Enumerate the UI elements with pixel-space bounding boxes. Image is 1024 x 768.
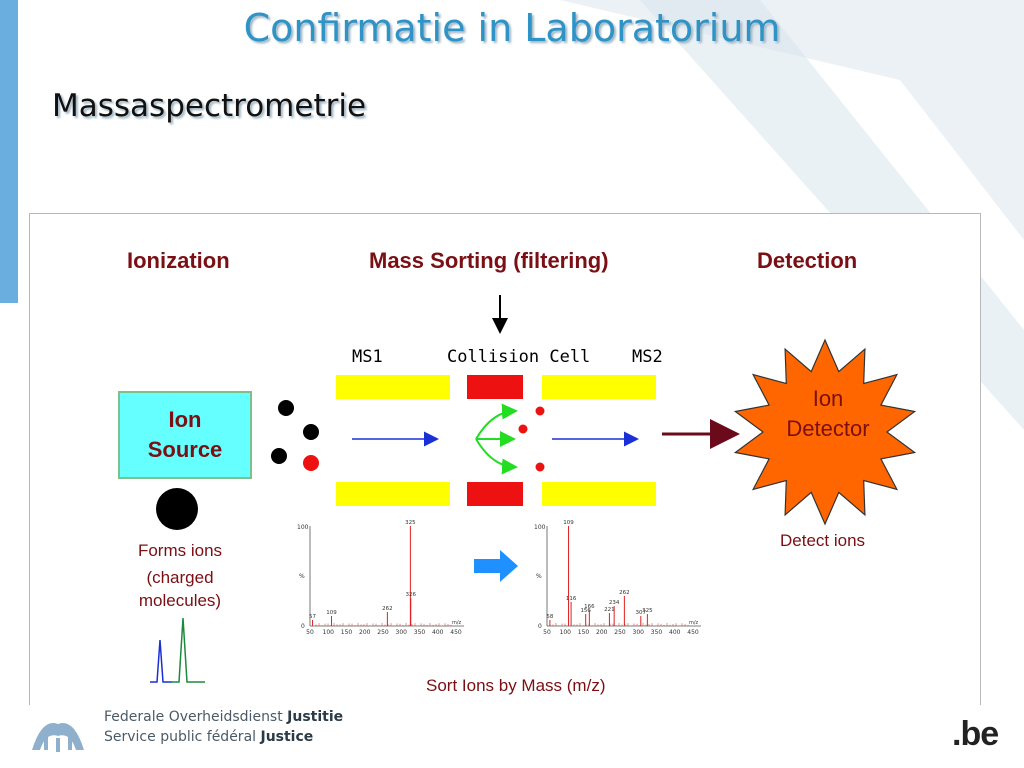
fragment-arrow-down [475, 438, 518, 475]
cell-top-block [467, 375, 523, 399]
forms-ions-line1: Forms ions [137, 541, 223, 560]
ms2-label: MS2 [632, 347, 663, 367]
molecule-dot [278, 400, 294, 416]
footer-line1-bold: Justitie [287, 709, 344, 725]
collision-cell-label: Collision Cell [447, 347, 591, 367]
ion-source-label-line2: Source [147, 437, 223, 462]
molecule-dot [271, 448, 287, 464]
federal-justice-logo [30, 710, 86, 758]
spectrum-background [533, 510, 709, 640]
spectrum-peak-label: 325 [405, 520, 416, 526]
spectrum-peak-label: 57 [309, 614, 316, 620]
spectrum-x-tick: 150 [341, 629, 353, 636]
spectrum-x-tick: 300 [396, 629, 408, 636]
spectrum-peak-label: 221 [604, 607, 615, 613]
cell-bottom-block [467, 482, 523, 506]
ms1-bottom-rod [336, 482, 450, 506]
spectrum-x-tick: 350 [414, 629, 426, 636]
spectrum-transfer-arrow [474, 550, 518, 582]
spectrum-peak-label: 234 [609, 600, 620, 606]
footer-line1-text: Federale Overheidsdienst [104, 709, 283, 725]
spectrum-x-tick: 50 [306, 629, 314, 636]
spectrum-peak-label: 58 [546, 614, 553, 620]
spectrum-x-unit: m/z [452, 620, 462, 626]
ion-detector-label: Ion Detector [768, 384, 888, 444]
spectrum-x-tick: 400 [432, 629, 444, 636]
spectrum-peak-label: 166 [584, 604, 595, 610]
left-accent-stripe [0, 0, 18, 303]
ion-detector-label-line1: Ion [812, 386, 844, 411]
spectrum-peak-label: 262 [619, 590, 630, 596]
fragment-ion [535, 462, 545, 472]
spectrum-y-zero: 0 [301, 623, 305, 630]
spectrum-peak-label: 109 [326, 610, 337, 616]
spectrum-x-tick: 250 [614, 629, 626, 636]
ms1-mass-spectrum: 100% 050 100 150 200 250 300 350 400 450 m/z 57 109 2… [296, 510, 472, 640]
spectrum-x-unit: m/z [689, 620, 699, 626]
fragment-ion [518, 424, 528, 434]
ms1-top-rod [336, 375, 450, 399]
ion-dot [303, 455, 319, 471]
ms1-label: MS1 [352, 347, 383, 367]
spectrum-x-tick: 150 [578, 629, 590, 636]
footer-bar: Federale Overheidsdienst Justitie Servic… [0, 705, 1024, 768]
spectrum-y-max-label: 100 [534, 524, 546, 531]
footer-line2-text: Service public fédéral [104, 729, 257, 745]
spectrum-peak-label: 109 [563, 520, 574, 526]
stage-detection-heading: Detection [757, 248, 858, 273]
forms-ions-line3: molecules) [138, 591, 222, 610]
ms2-bottom-rod [542, 482, 656, 506]
footer-line2: Service public fédéral Justice [104, 729, 313, 745]
spectrum-peak-label: 156 [580, 608, 591, 614]
ms2-top-rod [542, 375, 656, 399]
spectrum-peak-label: 262 [382, 606, 393, 612]
spectrum-x-tick: 200 [596, 629, 608, 636]
sort-ions-caption: Sort Ions by Mass (m/z) [426, 676, 606, 695]
large-molecule [156, 488, 198, 530]
spectrum-x-tick: 450 [687, 629, 699, 636]
detect-ions-caption: Detect ions [780, 531, 866, 550]
forms-ions-caption: Forms ions (charged molecules) [110, 537, 250, 614]
spectrum-x-tick: 50 [543, 629, 551, 636]
spectrum-peak-label: 116 [566, 596, 577, 602]
spectrum-peak-label: 307 [636, 610, 647, 616]
stage-sorting-heading: Mass Sorting (filtering) [369, 248, 609, 273]
spectrum-y-zero: 0 [538, 623, 542, 630]
spectrum-x-tick: 300 [633, 629, 645, 636]
spectrum-y-max-label: 100 [297, 524, 309, 531]
spectrum-y-unit: % [299, 573, 305, 580]
ion-source-label-line1: Ion [168, 407, 202, 432]
spectrum-x-tick: 400 [669, 629, 681, 636]
spectrum-x-tick: 100 [323, 629, 335, 636]
ion-detector-starburst [733, 338, 917, 526]
be-logo: .be [952, 715, 999, 753]
spectrum-x-tick: 200 [359, 629, 371, 636]
spectrum-background [296, 510, 472, 640]
fragment-ion [535, 406, 545, 416]
chromatogram-peak-blue [150, 639, 172, 683]
ion-detector-label-line2: Detector [786, 416, 870, 441]
slide-subtitle: Massaspectrometrie [52, 88, 367, 124]
spectrum-peak-label: 326 [405, 592, 416, 598]
slide-title: Confirmatie in Laboratorium [243, 6, 781, 50]
molecule-dot [303, 424, 319, 440]
ms2-mass-spectrum: 100% 050 100 150 200 250 300 350 400 450 m/z 58 109 1… [533, 510, 709, 640]
spectrum-x-tick: 450 [450, 629, 462, 636]
stage-ionization-heading: Ionization [127, 248, 230, 273]
spectrum-y-unit: % [536, 573, 542, 580]
spectrum-x-tick: 100 [560, 629, 572, 636]
spectrum-x-tick: 250 [377, 629, 389, 636]
footer-line1: Federale Overheidsdienst Justitie [104, 709, 343, 725]
fragment-arrow-up [475, 403, 518, 440]
chromatogram-peak-green [172, 617, 205, 683]
spectrum-peak-label: 325 [642, 608, 653, 614]
spectrum-x-tick: 350 [651, 629, 663, 636]
ion-source-box: Ion Source [118, 391, 252, 479]
forms-ions-line2: (charged [146, 568, 214, 587]
footer-line2-bold: Justice [260, 729, 314, 745]
